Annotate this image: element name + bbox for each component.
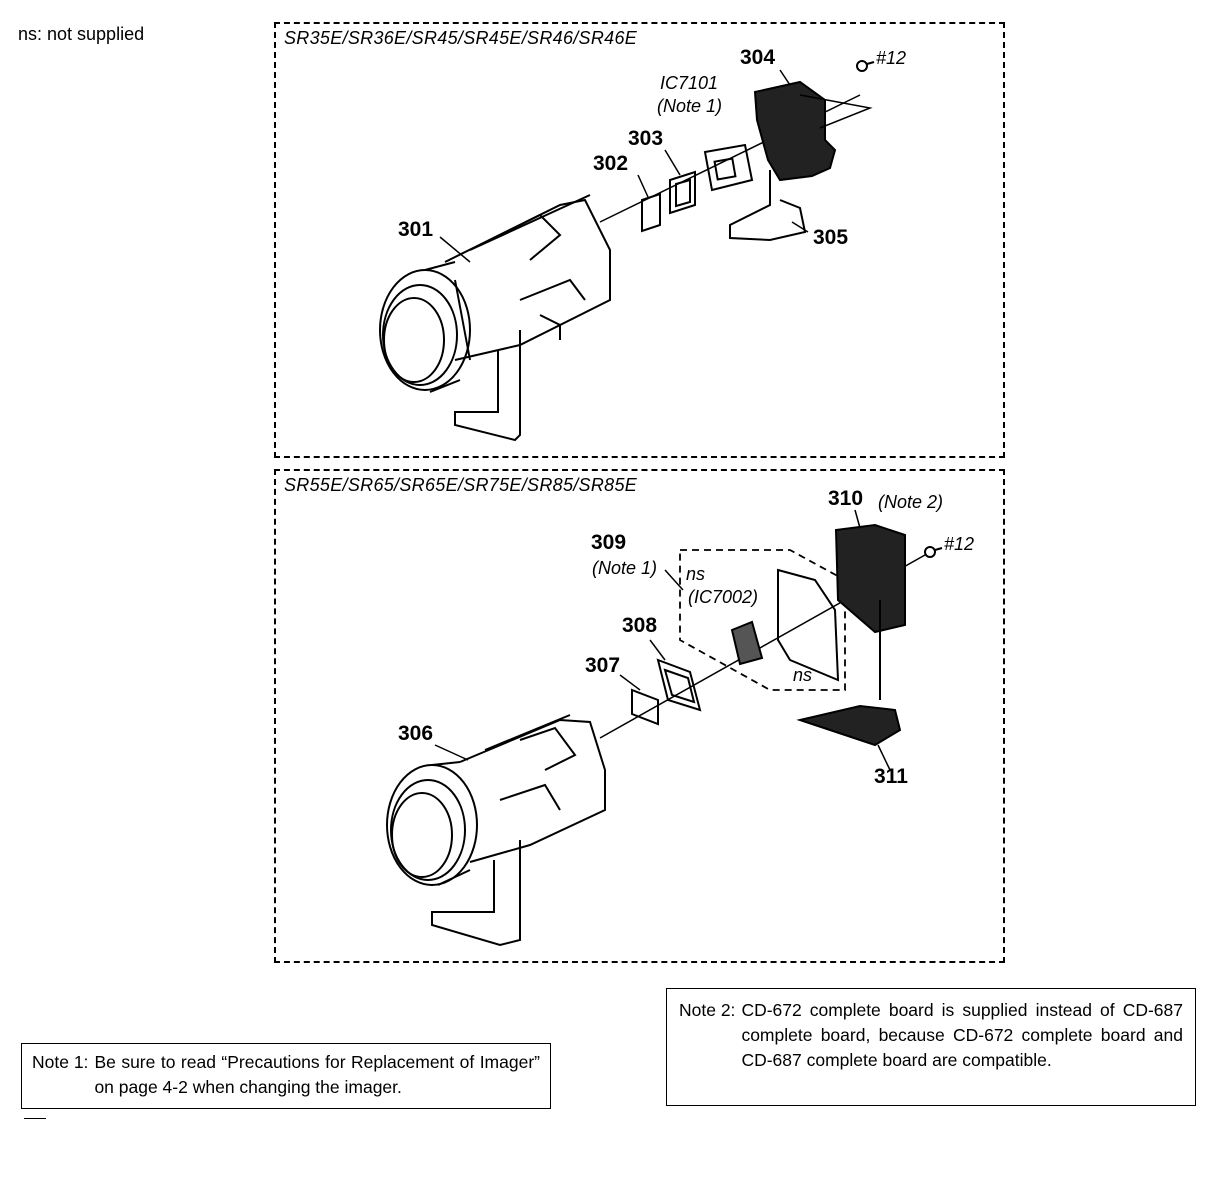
part-label-305: 305 (813, 226, 849, 249)
imager-ic7101-drawing (703, 143, 754, 192)
ic7101-label: IC7101 (660, 73, 719, 93)
part-310-note-label: (Note 2) (878, 492, 944, 512)
part-label-307: 307 (585, 654, 621, 677)
note-1-box: Note 1: Be sure to read “Precautions for… (21, 1043, 551, 1109)
screw-top-drawing (856, 60, 875, 72)
ic7101-note-label: (Note 1) (657, 96, 723, 116)
part-label-311: 311 (874, 765, 908, 788)
plate-303-drawing (669, 170, 696, 215)
ns-label-plate: ns (793, 665, 813, 685)
note-2-heading: Note 2: (679, 1000, 736, 1020)
board-309-ns-outline (679, 549, 846, 691)
part-label-303: 303 (628, 127, 664, 150)
panel-top-models: SR35E/SR36E/SR45/SR45E/SR46/SR46E (274, 22, 1005, 458)
part-label-304: 304 (740, 46, 776, 69)
filter-302-drawing (641, 192, 661, 233)
part-label-309: 309 (591, 531, 627, 554)
part-label-306: 306 (398, 722, 434, 745)
lens-block-306-drawing (386, 714, 606, 947)
part-label-302: 302 (593, 152, 629, 175)
bracket-308-drawing (656, 658, 702, 712)
note-1-text: Be sure to read “Precautions for Replace… (94, 1052, 540, 1097)
divider-line (24, 1118, 46, 1119)
filter-307-drawing (631, 688, 659, 726)
legend-ns-not-supplied: ns: not supplied (18, 24, 145, 44)
panel-bottom-title: SR55E/SR65/SR65E/SR75E/SR85/SR85E (284, 475, 638, 495)
screw-label-top: #12 (876, 48, 907, 68)
part-label-310: 310 (828, 487, 864, 510)
part-label-301: 301 (398, 218, 434, 241)
flex-311-drawing (796, 600, 902, 747)
note-2-box: Note 2: CD-672 complete board is supplie… (666, 988, 1196, 1106)
part-309-note-label: (Note 1) (592, 558, 658, 578)
panel-bottom-models: SR55E/SR65/SR65E/SR75E/SR85/SR85E (274, 469, 1005, 963)
lens-block-301-drawing (379, 194, 611, 442)
board-310-drawing (834, 523, 906, 634)
screw-bottom-drawing (924, 546, 943, 558)
screw-label-bottom: #12 (944, 534, 975, 554)
note-1-heading: Note 1: (32, 1052, 89, 1072)
board-304-drawing (753, 80, 837, 182)
panel-top-title: SR35E/SR36E/SR45/SR45E/SR46/SR46E (284, 28, 638, 48)
ns-label-board: ns (686, 564, 706, 584)
note-2-text: CD-672 complete board is supplied instea… (741, 1000, 1183, 1070)
flex-305-drawing (729, 170, 807, 242)
part-label-308: 308 (622, 614, 658, 637)
ic7002-label: (IC7002) (688, 587, 759, 607)
